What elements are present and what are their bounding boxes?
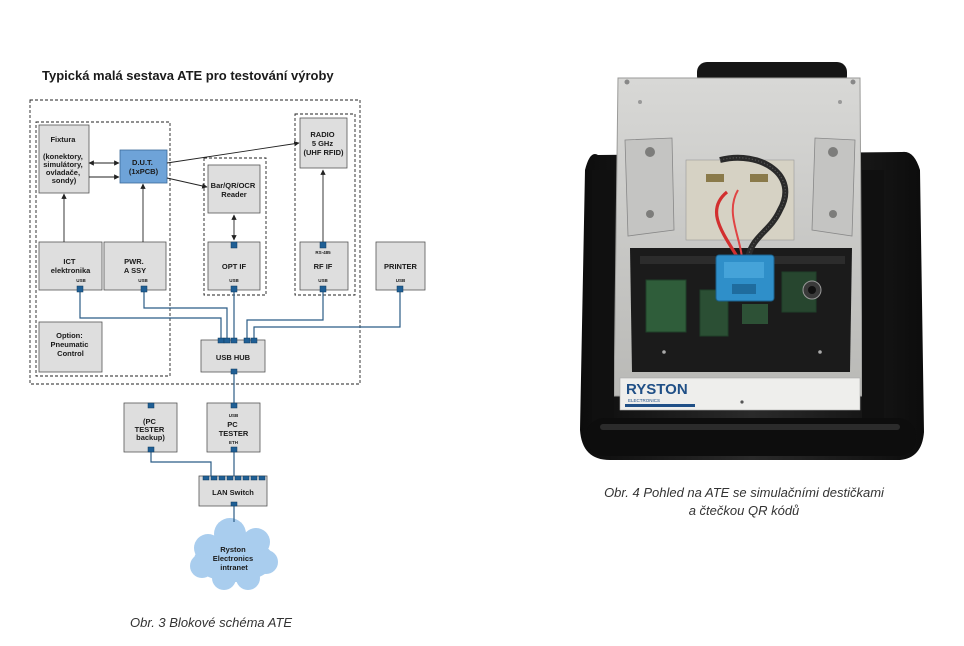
svg-text:RADIO 5 GHz (UHF R: RADIO 5 GHz (UHF RFID): [304, 130, 344, 157]
node-lan-switch: LAN Switch: [198, 475, 268, 507]
radio-boundary: [294, 113, 356, 296]
node-reader: Bar/QR/OCR Reader: [207, 164, 261, 214]
svg-text:USB HUB: USB HUB: [216, 353, 251, 362]
svg-text:USB: USB: [138, 278, 148, 283]
svg-text:RS-485: RS-485: [315, 250, 331, 255]
node-pwr: PWR. A SSY USB: [103, 241, 167, 291]
svg-text:PRINTER: PRINTER: [384, 262, 418, 271]
node-dut: D.U.T. (1xPCB): [119, 149, 168, 184]
usb-wiring: [79, 292, 401, 522]
node-radio: RADIO 5 GHz (UHF RFID): [299, 117, 348, 169]
node-pc-backup: (PC TESTER backup): [123, 402, 178, 453]
ryston-logo-sub: ELECTRONICS: [628, 398, 660, 403]
node-option: Option: Pneumatic Control: [38, 321, 103, 373]
svg-text:LAN Switch: LAN Switch: [212, 488, 254, 497]
signal-arrows: [61, 141, 326, 242]
ate-photo: RYSTON ELECTRONICS: [580, 62, 924, 460]
intranet-cloud: Ryston Electronics intranet: [190, 518, 278, 590]
system-boundary: [29, 99, 361, 385]
diagram-title: Typická malá sestava ATE pro testování v…: [42, 68, 334, 83]
diagram-caption: Obr. 3 Blokové schéma ATE: [130, 615, 292, 630]
node-pc-tester: USB PC TESTER ETH: [206, 402, 261, 453]
node-usb-hub: USB HUB: [200, 339, 266, 373]
svg-text:USB: USB: [318, 278, 328, 283]
fixture-boundary: [35, 121, 171, 377]
svg-text:PWR. A SSY: PWR. A SSY: [124, 257, 146, 275]
node-fixtura-label: Fixtura (konektory, simulátory, ovladače…: [43, 135, 85, 185]
svg-text:Ryston Electronics: Ryston Electronics intranet: [213, 545, 256, 572]
svg-text:USB: USB: [229, 278, 239, 283]
node-ict: ICT elektronika USB: [38, 241, 103, 291]
svg-text:ETH: ETH: [229, 440, 238, 445]
svg-text:PC TESTER: PC TESTER: [219, 420, 249, 438]
node-printer: PRINTER USB: [375, 241, 426, 291]
photo-caption-line2: a čtečkou QR kódů: [689, 503, 800, 518]
node-rf-if: RS-485 RF IF USB: [299, 241, 349, 291]
node-opt-if: OPT IF USB: [207, 241, 261, 291]
svg-text:Option: Pneumatic: Option: Pneumatic Control: [50, 331, 90, 358]
svg-text:USB: USB: [76, 278, 86, 283]
svg-text:(PC TESTER backup): (PC TESTER backup): [135, 417, 167, 442]
ports: [76, 241, 404, 507]
ryston-logo: RYSTON: [626, 381, 688, 398]
svg-text:Bar/QR/OCR Reader: Bar/QR/OCR Reader: [211, 181, 258, 199]
svg-text:USB: USB: [396, 278, 406, 283]
svg-text:OPT IF: OPT IF: [222, 262, 247, 271]
optics-boundary: [203, 157, 267, 296]
svg-text:ICT elektronika: ICT elektronika: [51, 257, 91, 275]
photo-caption-line1: Obr. 4 Pohled na ATE se simulačními dest…: [604, 485, 885, 500]
node-fixtura: Fixtura (konektory, simulátory, ovladače…: [38, 124, 90, 194]
svg-text:RF IF: RF IF: [314, 262, 333, 271]
svg-text:USB: USB: [229, 413, 239, 418]
svg-text:D.U.T. (1xPCB): D.U.T. (1xPCB): [129, 158, 159, 176]
